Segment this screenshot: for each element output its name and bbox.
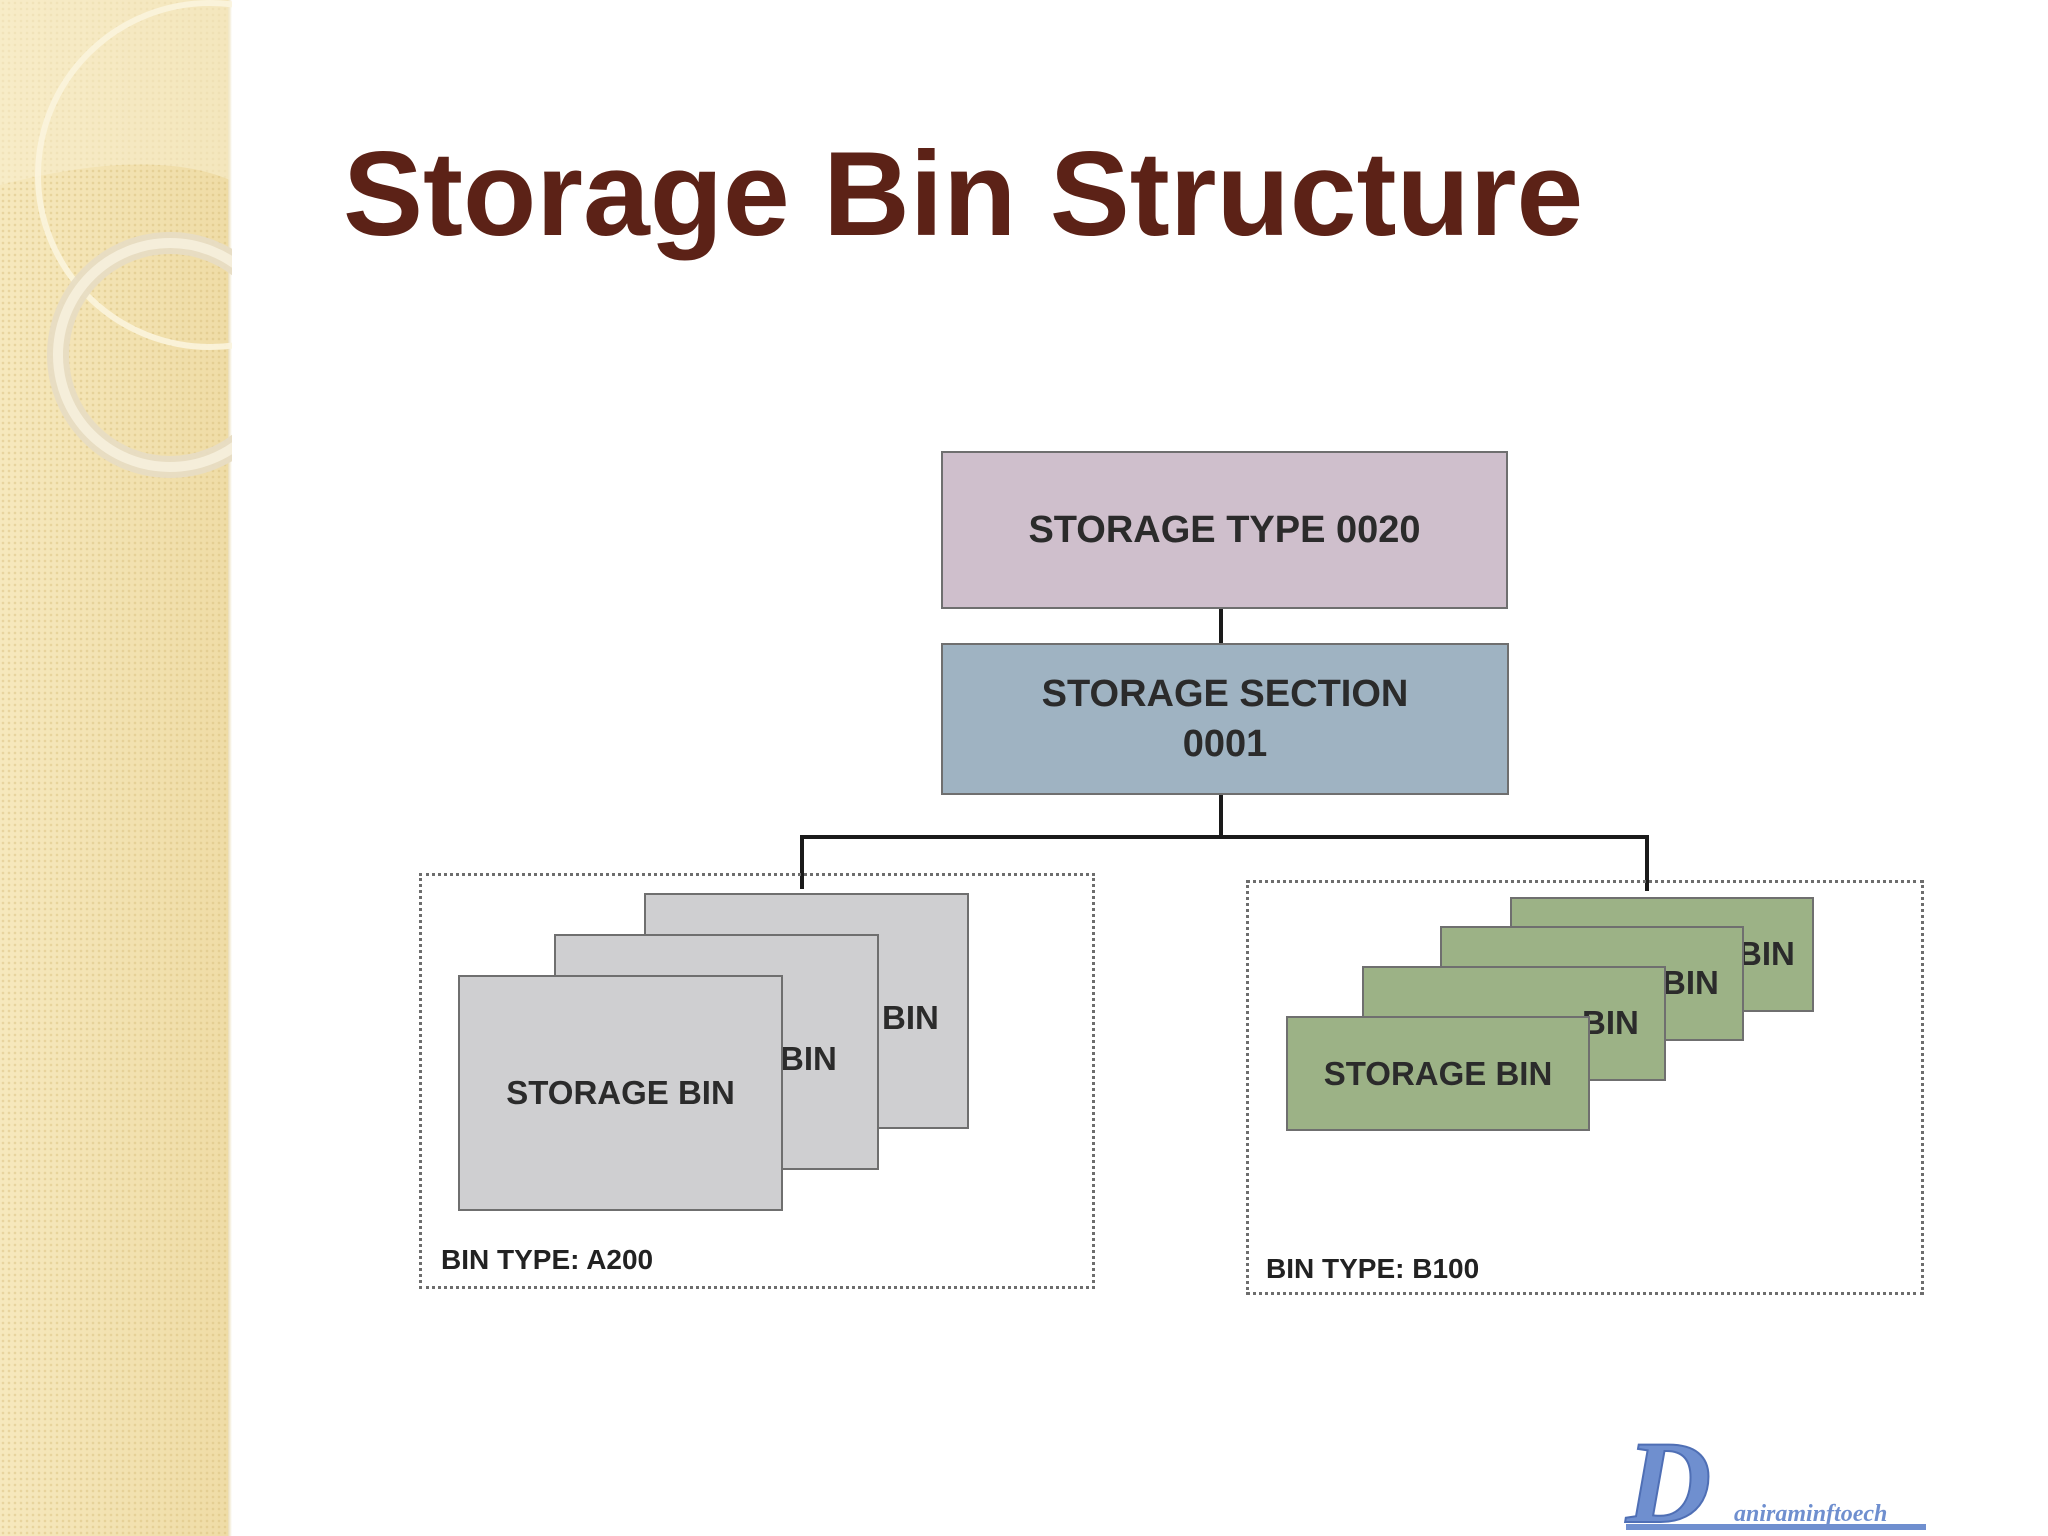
logo-text: aniraminftoech xyxy=(1734,1501,1887,1527)
storage-bin-peek-label: BIN xyxy=(882,999,939,1036)
connector-section-down xyxy=(1219,795,1223,837)
storage-bin-peek-label: BIN xyxy=(1738,935,1795,972)
bin-type-label: BIN TYPE: A200 xyxy=(441,1244,654,1275)
storage-bin-label: STORAGE BIN xyxy=(506,1074,735,1111)
logo-letter: D xyxy=(1625,1422,1711,1536)
decorative-rings-icon xyxy=(0,0,232,478)
slide-title: Storage Bin Structure xyxy=(343,127,1584,261)
storage-section-label-line1: STORAGE SECTION xyxy=(1041,673,1409,715)
storage-bin-peek-label: BIN xyxy=(780,1040,837,1077)
side-band-edge xyxy=(228,0,232,1536)
storage-bin-peek-label: BIN xyxy=(1662,964,1719,1001)
storage-bin-card-front: STORAGE BIN xyxy=(458,975,783,1211)
storage-section-label: STORAGE SECTION 0001 xyxy=(1042,669,1409,769)
company-logo-icon: D aniraminftoech xyxy=(1624,1422,1926,1536)
connector-horizontal xyxy=(800,835,1649,839)
bin-type-label: BIN TYPE: B100 xyxy=(1266,1253,1480,1284)
storage-bin-card-front: STORAGE BIN xyxy=(1286,1016,1590,1131)
storage-bin-label: STORAGE BIN xyxy=(1323,1054,1553,1092)
connector-to-group-a xyxy=(800,835,804,889)
connector-to-group-b xyxy=(1645,835,1649,891)
bin-group-a200 xyxy=(419,873,1095,1289)
storage-section-box: STORAGE SECTION 0001 xyxy=(941,643,1509,795)
storage-bin-peek-label: BIN xyxy=(1582,1004,1639,1041)
bin-group-b100 xyxy=(1246,880,1924,1295)
connector-type-to-section xyxy=(1219,609,1223,643)
storage-type-label: STORAGE TYPE 0020 xyxy=(1028,508,1421,551)
storage-section-label-line2: 0001 xyxy=(1182,723,1268,765)
storage-type-box: STORAGE TYPE 0020 xyxy=(941,451,1508,609)
